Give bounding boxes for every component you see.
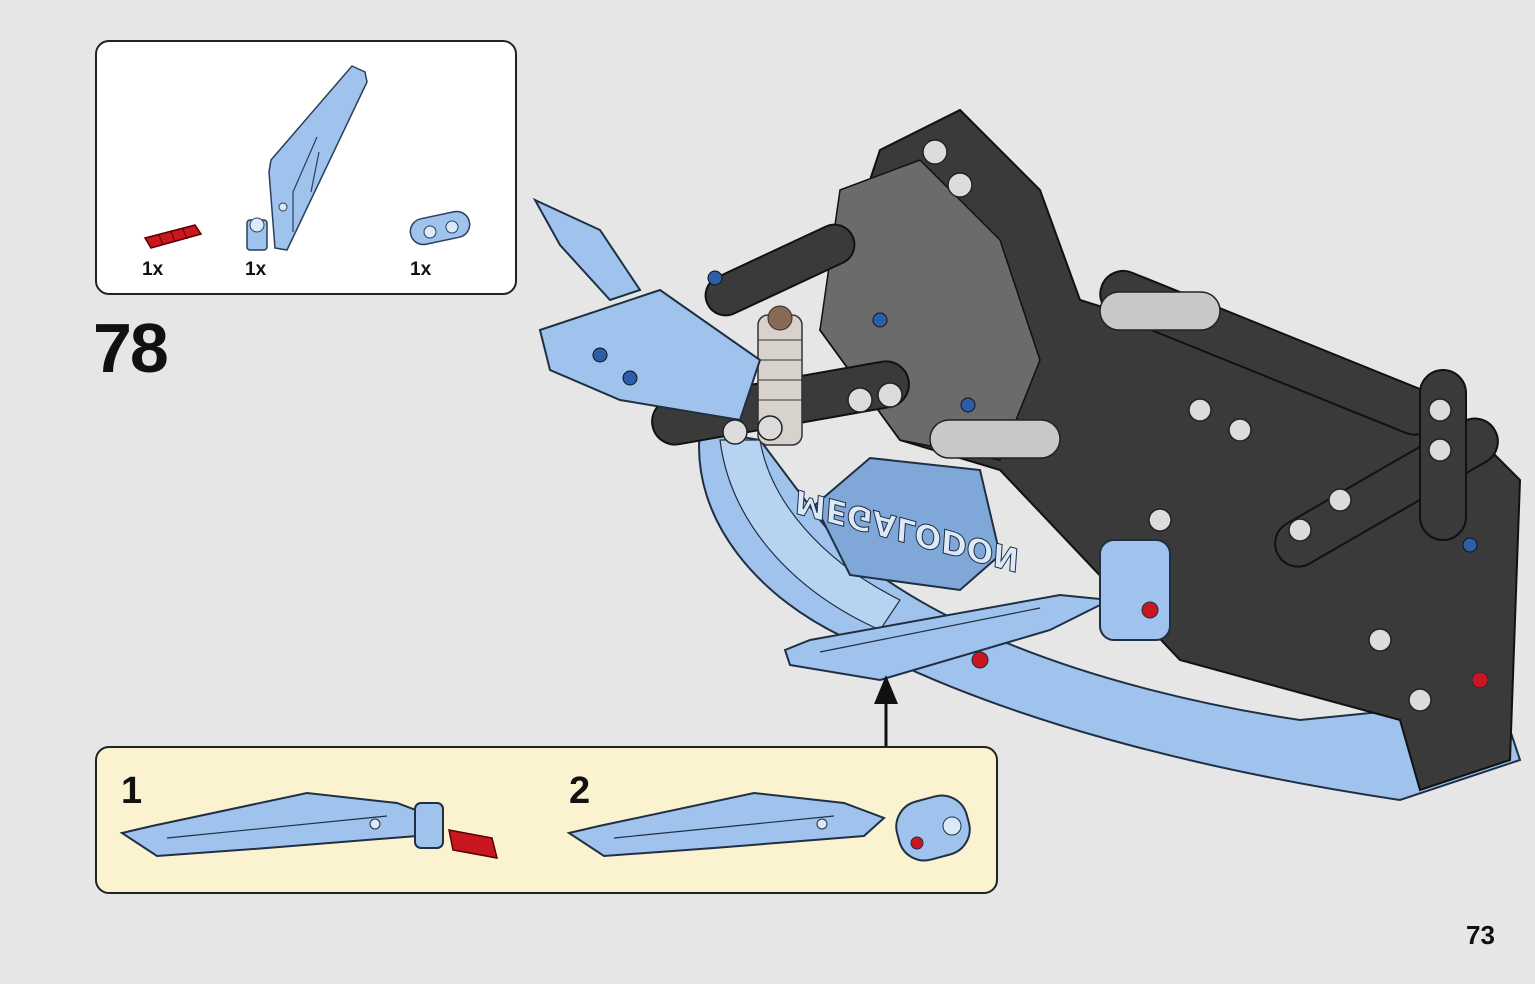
- substep-1-assembly-icon: [119, 791, 499, 859]
- page-number: 73: [1466, 920, 1495, 950]
- parts-illustration: [143, 65, 471, 251]
- blue-beam-icon: [409, 210, 471, 246]
- parts-list-box: 1x 1x 1x: [95, 40, 517, 295]
- substep-2-assembly-icon: [566, 791, 971, 862]
- substep-number: 2: [569, 770, 591, 812]
- substep-illustration: [119, 791, 971, 862]
- substep-box: 1 2: [95, 746, 998, 894]
- part-quantity: 1x: [142, 259, 164, 280]
- part-quantity: 1x: [410, 259, 432, 280]
- step-number: 78: [93, 309, 169, 387]
- blue-wing-panel-icon: [246, 65, 368, 251]
- substep-number: 1: [121, 770, 143, 812]
- part-quantity: 1x: [245, 259, 267, 280]
- red-axle-connector-icon: [143, 224, 203, 249]
